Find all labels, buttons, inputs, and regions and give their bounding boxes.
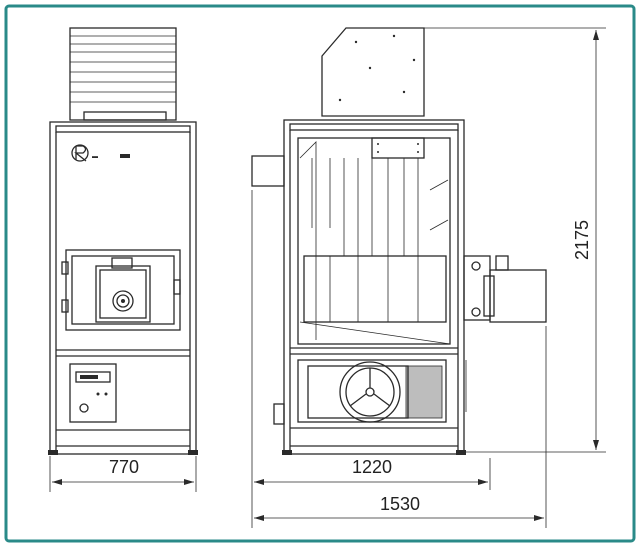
front-view: ▬: [48, 27, 198, 455]
dimension-side-width: 1220: [251, 190, 491, 528]
dimension-label-1220: 1220: [352, 457, 392, 477]
heat-exchanger: [297, 137, 451, 345]
burner-assembly: [463, 255, 547, 323]
front-top-louver: [69, 27, 177, 121]
brand-logo-icon: ▬: [71, 144, 130, 162]
dimension-label-1530: 1530: [380, 494, 420, 514]
outer-frame: [4, 4, 636, 543]
front-control-panel: [69, 363, 117, 423]
dimension-total-height: 2175: [424, 27, 606, 453]
side-view: [251, 27, 547, 455]
front-burner-door: [61, 249, 181, 331]
dimension-total-width: 1530: [254, 326, 547, 528]
front-cabinet: [49, 121, 197, 455]
dimension-front-width: 770: [49, 456, 197, 492]
flue-stub: [251, 155, 285, 187]
svg-text:▬: ▬: [92, 154, 98, 160]
dimension-label-770: 770: [109, 457, 139, 477]
side-top-hood: [321, 27, 425, 117]
dimension-label-2175: 2175: [572, 220, 592, 260]
side-fan-unit: [297, 359, 447, 423]
